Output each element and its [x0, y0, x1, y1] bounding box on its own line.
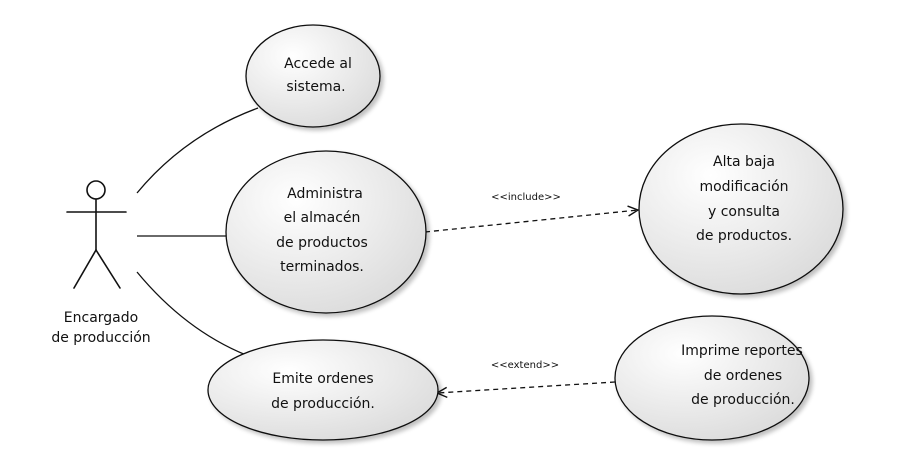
use-case-accede-ellipse [245, 24, 381, 128]
actor-figure [66, 180, 127, 289]
use-case-alta-line1: Alta baja [713, 154, 775, 170]
actor-name-line1: Encargado [64, 310, 138, 326]
use-case-administra-line2: el almacén [284, 210, 361, 226]
use-case-imprime-line3: de producción. [691, 392, 795, 408]
use-case-imprime-ellipse [614, 315, 810, 441]
use-case-administra-line4: terminados. [280, 259, 364, 275]
use-case-accede-line2: sistema. [286, 79, 345, 95]
use-case-accede[interactable]: Accede al sistema. [245, 24, 381, 128]
use-case-alta-ellipse [638, 123, 844, 295]
include-label: <<include>> [491, 192, 561, 203]
use-case-alta-line2: modificación [699, 179, 788, 195]
use-case-accede-line1: Accede al [284, 56, 352, 72]
use-case-alta[interactable]: Alta baja modificación y consulta de pro… [638, 123, 844, 295]
association-accede [136, 107, 259, 194]
use-case-emite-line2: de producción. [271, 396, 375, 412]
use-case-administra-ellipse [225, 150, 427, 314]
actor-head [86, 180, 106, 200]
use-case-administra-line3: de productos [276, 235, 368, 251]
use-case-alta-line4: de productos. [696, 228, 792, 244]
use-case-alta-line3: y consulta [708, 204, 780, 220]
extend-arrow [437, 381, 616, 393]
use-case-administra[interactable]: Administra el almacén de productos termi… [225, 150, 427, 314]
actor-name-line2: de producción [51, 330, 150, 346]
association-emite [136, 271, 247, 356]
use-case-emite-line1: Emite ordenes [272, 371, 373, 387]
associations [136, 107, 259, 356]
use-case-administra-line1: Administra [287, 186, 363, 202]
actor-right-leg [95, 249, 121, 289]
use-case-emite[interactable]: Emite ordenes de producción. [207, 339, 439, 441]
use-case-emite-ellipse [207, 339, 439, 441]
use-case-imprime-line1: Imprime reportes [681, 343, 803, 359]
use-case-imprime[interactable]: Imprime reportes de ordenes de producció… [614, 315, 810, 441]
actor-left-leg [73, 249, 97, 289]
include-arrow [424, 210, 638, 233]
use-case-imprime-line2: de ordenes [704, 368, 782, 384]
extend-label: <<extend>> [491, 360, 559, 371]
